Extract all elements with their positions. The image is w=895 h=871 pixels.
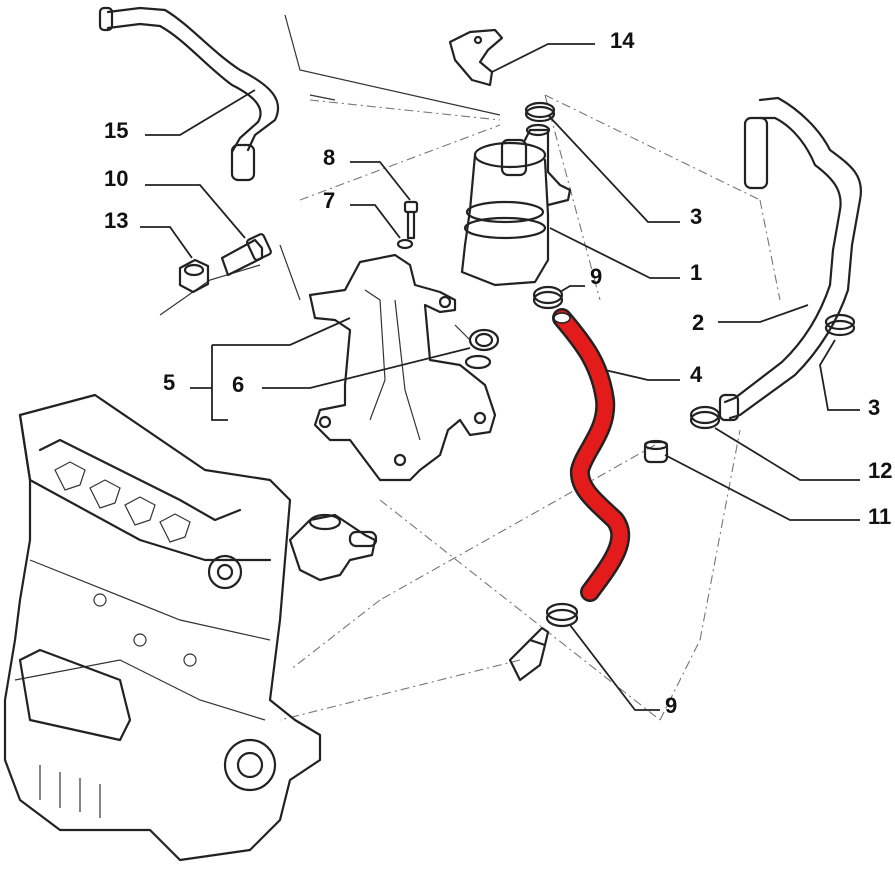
callout-labels: 14 15 8 10 7 13 3 1 9 2 4 5 6 3 12 11 9 bbox=[104, 28, 892, 718]
part-9-clamp-lower bbox=[545, 602, 579, 628]
part-6-seal bbox=[464, 328, 500, 370]
part-2-hose bbox=[718, 96, 863, 422]
label-1: 1 bbox=[690, 260, 702, 285]
part-13-nut bbox=[178, 258, 210, 294]
label-10: 10 bbox=[104, 166, 128, 191]
part-15-breather-pipe bbox=[98, 6, 280, 182]
label-9-upper: 9 bbox=[590, 264, 602, 289]
label-6: 6 bbox=[232, 372, 244, 397]
part-12-clamp bbox=[689, 405, 721, 430]
part-3-clamp-right bbox=[824, 313, 856, 337]
leader-lines bbox=[140, 43, 860, 711]
label-14: 14 bbox=[610, 28, 635, 53]
part-9-clamp-upper bbox=[532, 285, 564, 310]
label-13: 13 bbox=[104, 208, 128, 233]
fitting-lower bbox=[508, 626, 550, 682]
part-8-bolt bbox=[403, 200, 419, 240]
label-5: 5 bbox=[163, 370, 175, 395]
engine-block bbox=[3, 393, 322, 862]
construction-lines bbox=[159, 14, 501, 341]
label-3-upper: 3 bbox=[690, 204, 702, 229]
part-14-bracket bbox=[448, 28, 504, 87]
thermostat-housing bbox=[288, 513, 378, 582]
label-3-right: 3 bbox=[868, 395, 880, 420]
part-11-plug bbox=[643, 439, 669, 464]
label-2: 2 bbox=[692, 310, 704, 335]
label-11: 11 bbox=[868, 504, 891, 529]
part-4-highlighted-hose bbox=[552, 308, 631, 602]
part-10-bolt bbox=[220, 233, 272, 277]
part-1-valve-body bbox=[460, 123, 572, 287]
label-4: 4 bbox=[690, 362, 703, 387]
label-9-lower: 9 bbox=[665, 693, 677, 718]
label-12: 12 bbox=[868, 458, 892, 483]
label-15: 15 bbox=[104, 118, 128, 143]
phantom-lines bbox=[279, 94, 781, 721]
part-7-washer bbox=[396, 238, 414, 250]
part-3-clamp-upper bbox=[524, 101, 556, 123]
part-5-bracket bbox=[308, 253, 497, 482]
label-8: 8 bbox=[323, 145, 335, 170]
label-7: 7 bbox=[323, 188, 335, 213]
